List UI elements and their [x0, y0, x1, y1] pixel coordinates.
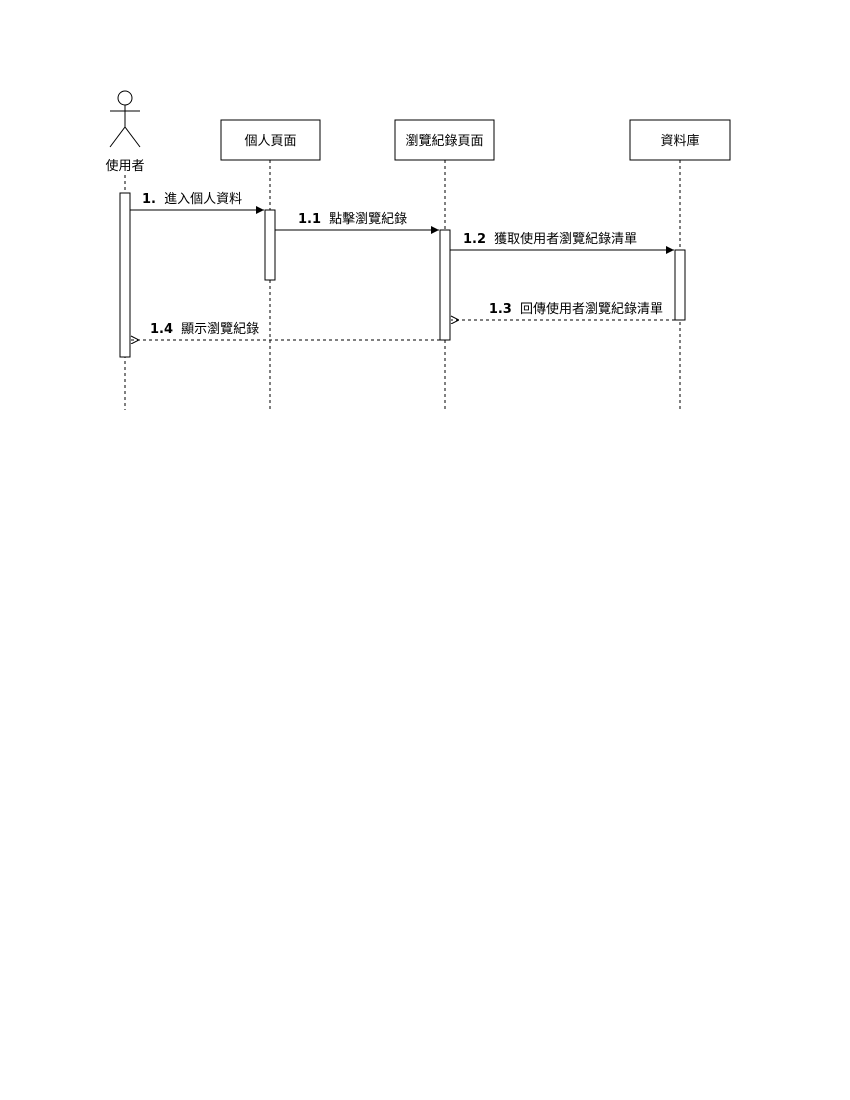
participant-label: 個人頁面 [244, 134, 296, 149]
participant-label: 資料庫 [660, 134, 699, 149]
actor-icon [109, 90, 141, 148]
participant-profile-page: 個人頁面 [220, 119, 321, 161]
message-1-4-label: 1.4 顯示瀏覽紀錄 [150, 322, 259, 337]
database-activation-bar [674, 249, 686, 321]
message-1-label: 1. 進入個人資料 [142, 192, 242, 207]
participant-history-page: 瀏覽紀錄頁面 [394, 119, 495, 161]
message-1-2: 1.2 獲取使用者瀏覽紀錄清單 [450, 231, 674, 254]
message-1-1-label: 1.1 點擊瀏覽紀錄 [298, 211, 407, 227]
history-page-activation-bar [439, 229, 451, 341]
message-1: 1. 進入個人資料 [130, 192, 264, 214]
participant-label: 瀏覽紀錄頁面 [405, 134, 483, 149]
profile-page-activation-bar [264, 209, 276, 281]
message-1-1: 1.1 點擊瀏覽紀錄 [275, 211, 439, 234]
actor-label: 使用者 [105, 158, 144, 174]
message-1-2-label: 1.2 獲取使用者瀏覽紀錄清單 [463, 231, 637, 247]
message-1-3-label: 1.3 回傳使用者瀏覽紀錄清單 [489, 301, 663, 317]
participant-database: 資料庫 [629, 119, 731, 161]
message-1-3: 1.3 回傳使用者瀏覽紀錄清單 [451, 301, 675, 320]
actor-activation-bar [119, 192, 131, 358]
message-1-4: 1.4 顯示瀏覽紀錄 [131, 322, 440, 340]
